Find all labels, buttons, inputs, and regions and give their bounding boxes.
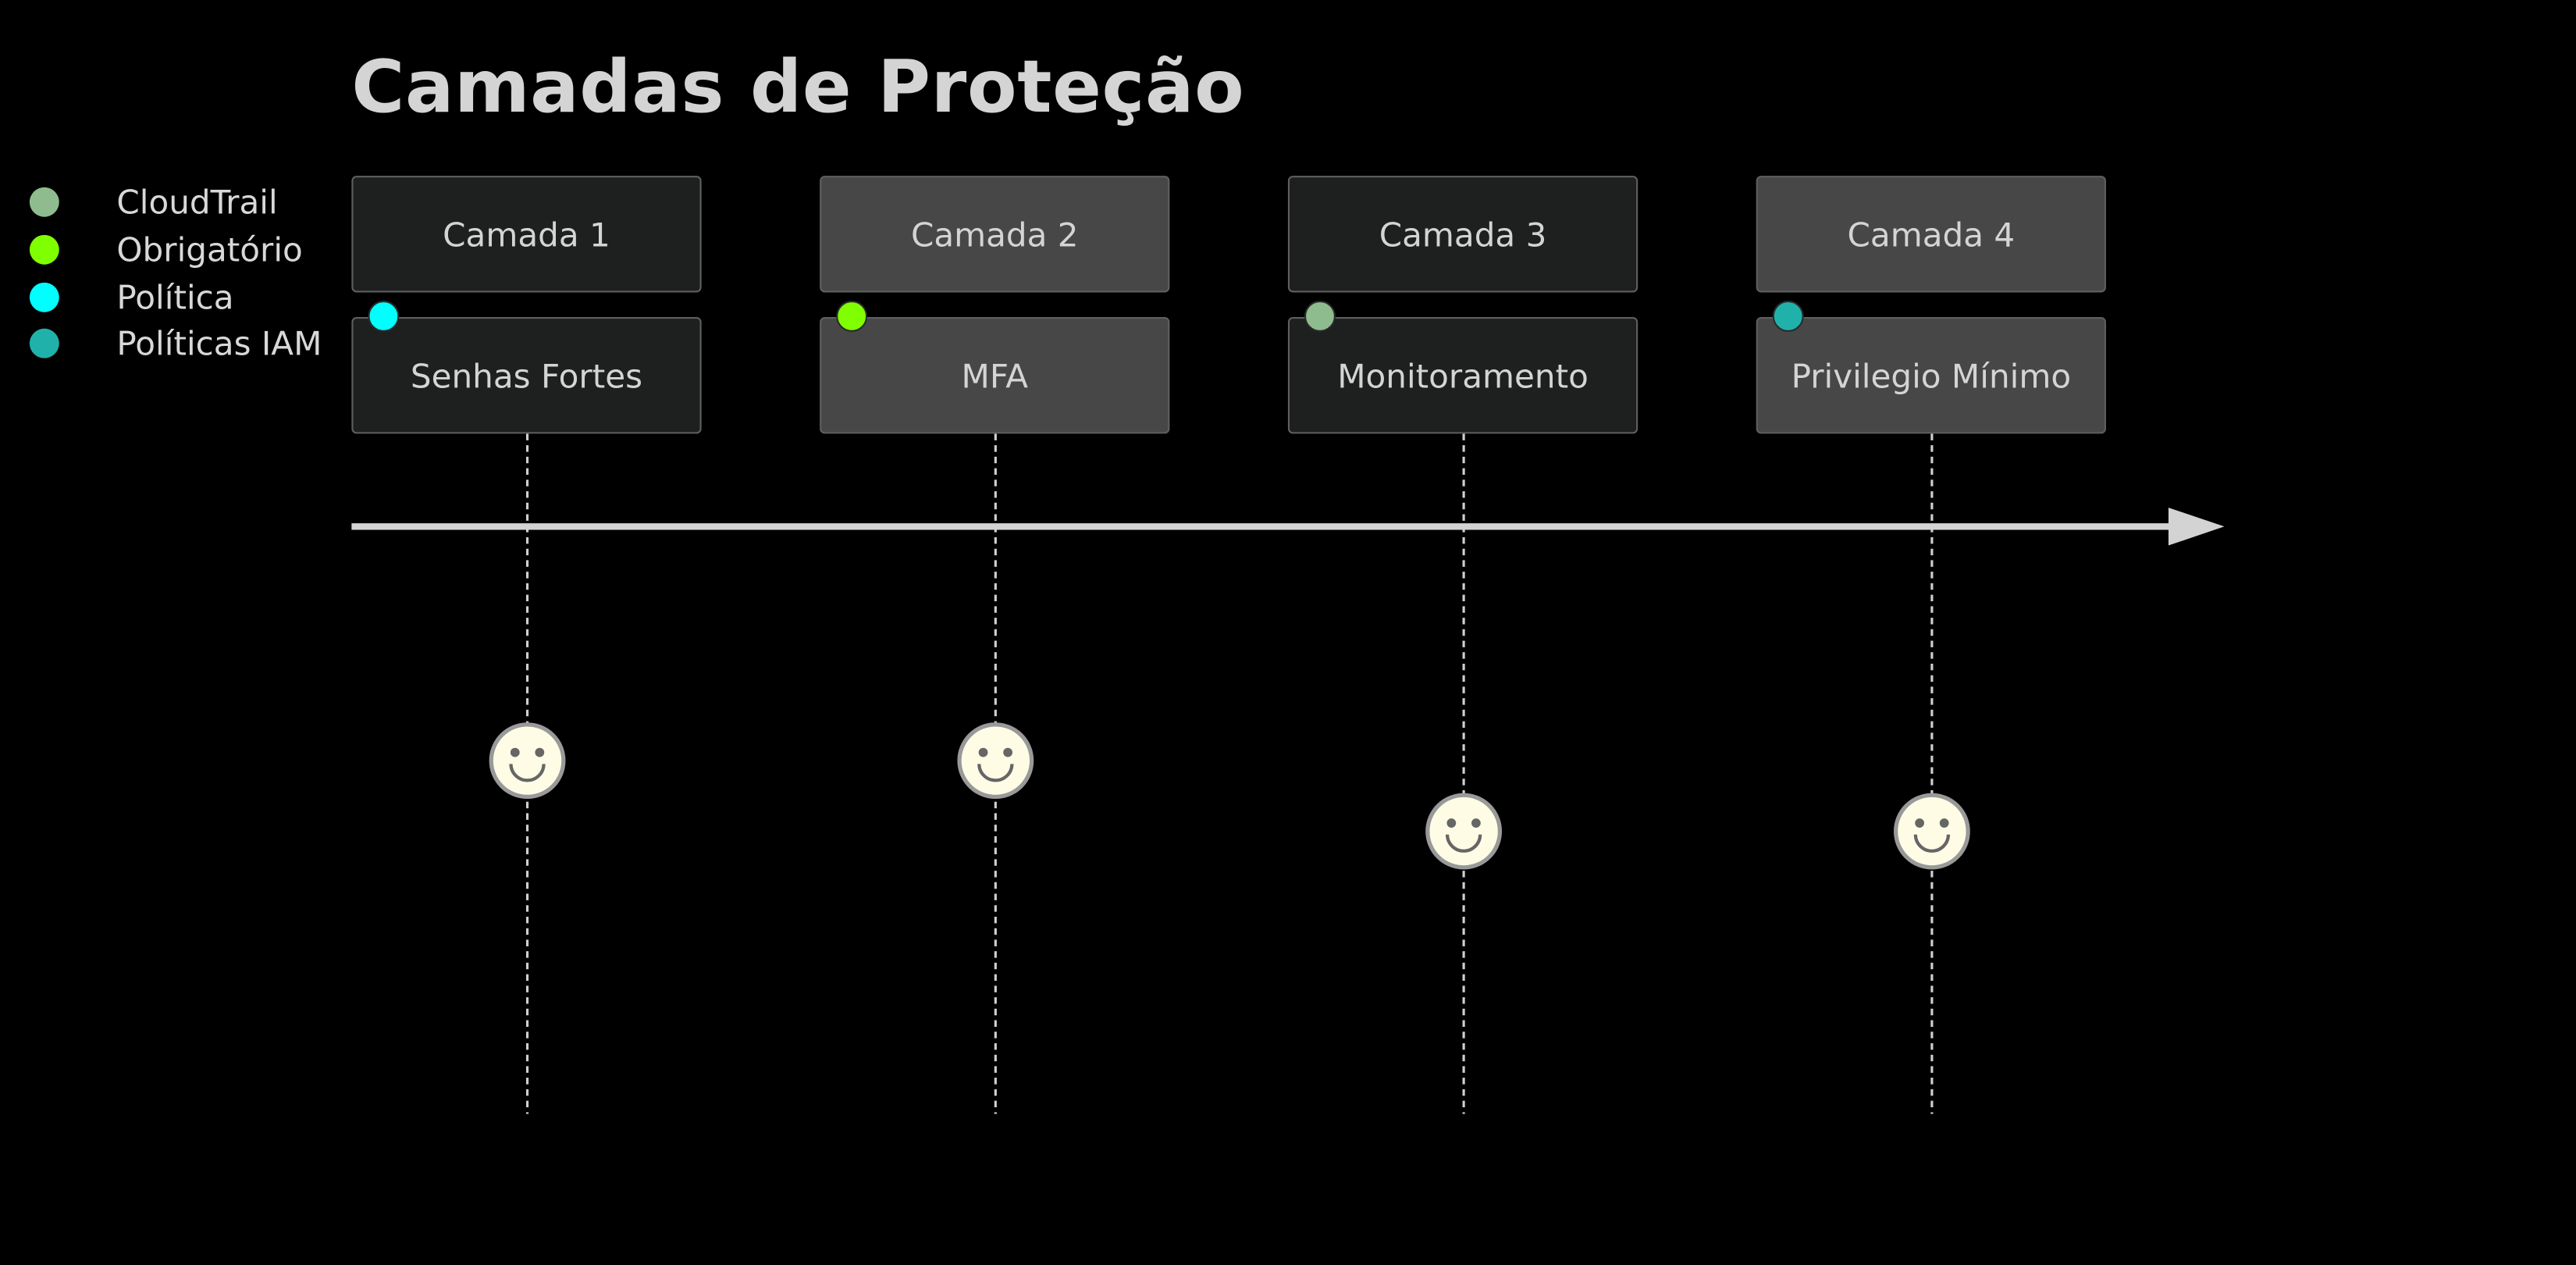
section-camada-2: Camada 2: [820, 176, 1170, 293]
legend-dot: [29, 282, 59, 312]
legend-dot: [29, 234, 59, 265]
legend-item-politicas-iam: Políticas IAM: [29, 320, 322, 367]
task-tag-dot: [836, 301, 868, 332]
task-tag-dot: [1772, 301, 1804, 332]
axis-arrowhead: [2168, 508, 2225, 546]
task-monitoramento: Monitoramento: [1287, 317, 1638, 434]
task-lines: [525, 433, 1934, 1114]
timeline-axis: [351, 508, 2225, 546]
task-tag-dot: [1304, 301, 1336, 332]
task-mfa: MFA: [820, 317, 1170, 434]
section-camada-3: Camada 3: [1287, 176, 1638, 293]
legend-item-cloudtrail: CloudTrail: [29, 179, 322, 226]
section-camada-1: Camada 1: [351, 176, 702, 293]
task-tag-dot: [368, 301, 400, 332]
legend-label: CloudTrail: [116, 183, 278, 223]
legend-item-politica: Política: [29, 273, 322, 320]
smiley-face-icon: [1425, 793, 1503, 870]
diagram-title: Camadas de Proteção: [351, 45, 1245, 130]
legend-label: Obrigatório: [116, 230, 303, 270]
legend-label: Política: [116, 276, 234, 317]
legend-item-obrigatorio: Obrigatório: [29, 226, 322, 273]
smiley-face-icon: [957, 722, 1034, 800]
section-camada-4: Camada 4: [1756, 176, 2106, 293]
legend-label: Políticas IAM: [116, 324, 322, 364]
score-faces: [489, 722, 1970, 870]
legend: CloudTrail Obrigatório Política Política…: [29, 179, 322, 367]
legend-dot: [29, 329, 59, 359]
legend-dot: [29, 187, 59, 218]
task-senhas-fortes: Senhas Fortes: [351, 317, 702, 434]
task-privilegio-minimo: Privilegio Mínimo: [1756, 317, 2106, 434]
smiley-face-icon: [489, 722, 566, 800]
smiley-face-icon: [1893, 793, 1970, 870]
